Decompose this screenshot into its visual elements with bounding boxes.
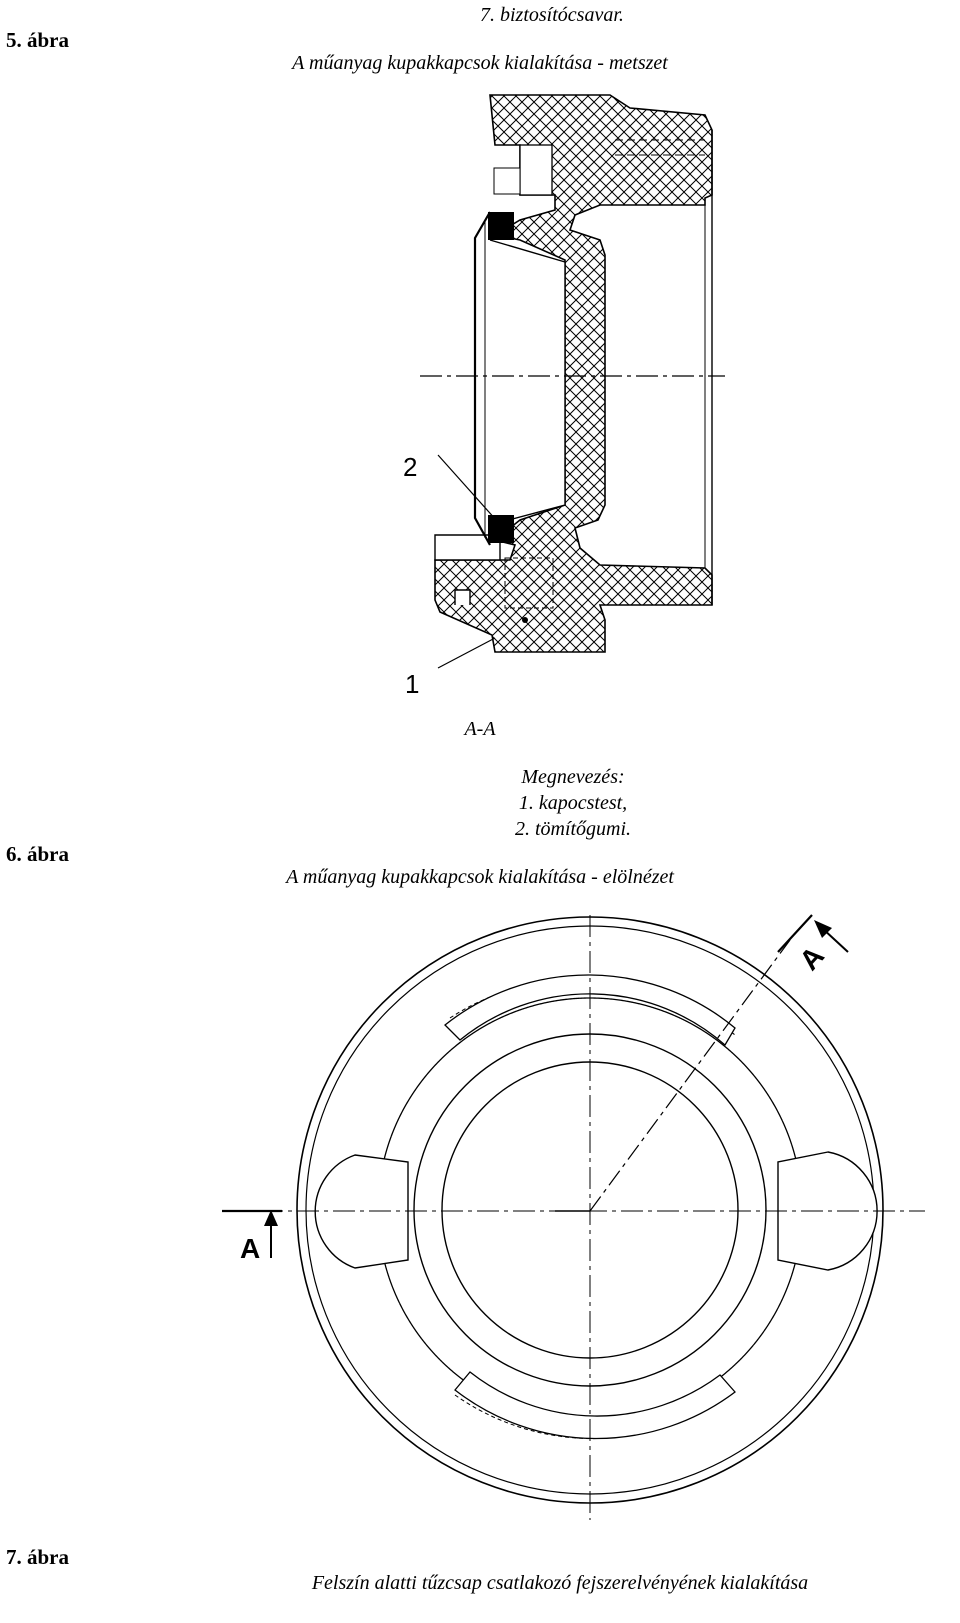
section-mark-a-left: A [240, 1233, 260, 1264]
top-claw [444, 974, 736, 1047]
coupling-body-section [434, 94, 713, 653]
hidden-pin-outline [504, 557, 554, 609]
figure-6-label: 6. ábra [6, 842, 69, 866]
figure-5-label: 5. ábra [6, 28, 69, 52]
lower-lug [434, 534, 501, 561]
figure-7-caption: Felszín alatti tűzcsap csatlakozó fejsze… [311, 1572, 809, 1594]
figure-6-caption: A műanyag kupakkapcsok kialakítása - elö… [286, 866, 674, 888]
right-lug [777, 1151, 878, 1271]
section-drawing: 2 1 [403, 94, 725, 699]
figure-5-caption: A műanyag kupakkapcsok kialakítása - met… [292, 52, 668, 74]
legend-item: 2. tömítőgumi. [514, 818, 632, 840]
bottom-claw [454, 1371, 736, 1440]
seal-top [488, 212, 514, 240]
legend-item: 1. kapocstest, [518, 792, 628, 814]
seal-lip [473, 211, 491, 546]
section-title: A-A [464, 718, 496, 740]
top-notch-small [493, 167, 521, 195]
legend-title: Megnevezés: [521, 766, 625, 788]
inner-cavity [489, 239, 566, 526]
top-notch-box [519, 144, 553, 196]
top-caption: 7. biztosítócsavar. [480, 4, 624, 26]
figure-7-label: 7. ábra [6, 1545, 69, 1569]
section-cut-line [589, 939, 791, 1212]
seal-bottom [488, 515, 514, 543]
front-view-drawing: A A [222, 914, 925, 1520]
callout-1: 1 [405, 669, 419, 699]
section-mark-a-right: A [793, 940, 830, 976]
callout-2: 2 [403, 452, 417, 482]
